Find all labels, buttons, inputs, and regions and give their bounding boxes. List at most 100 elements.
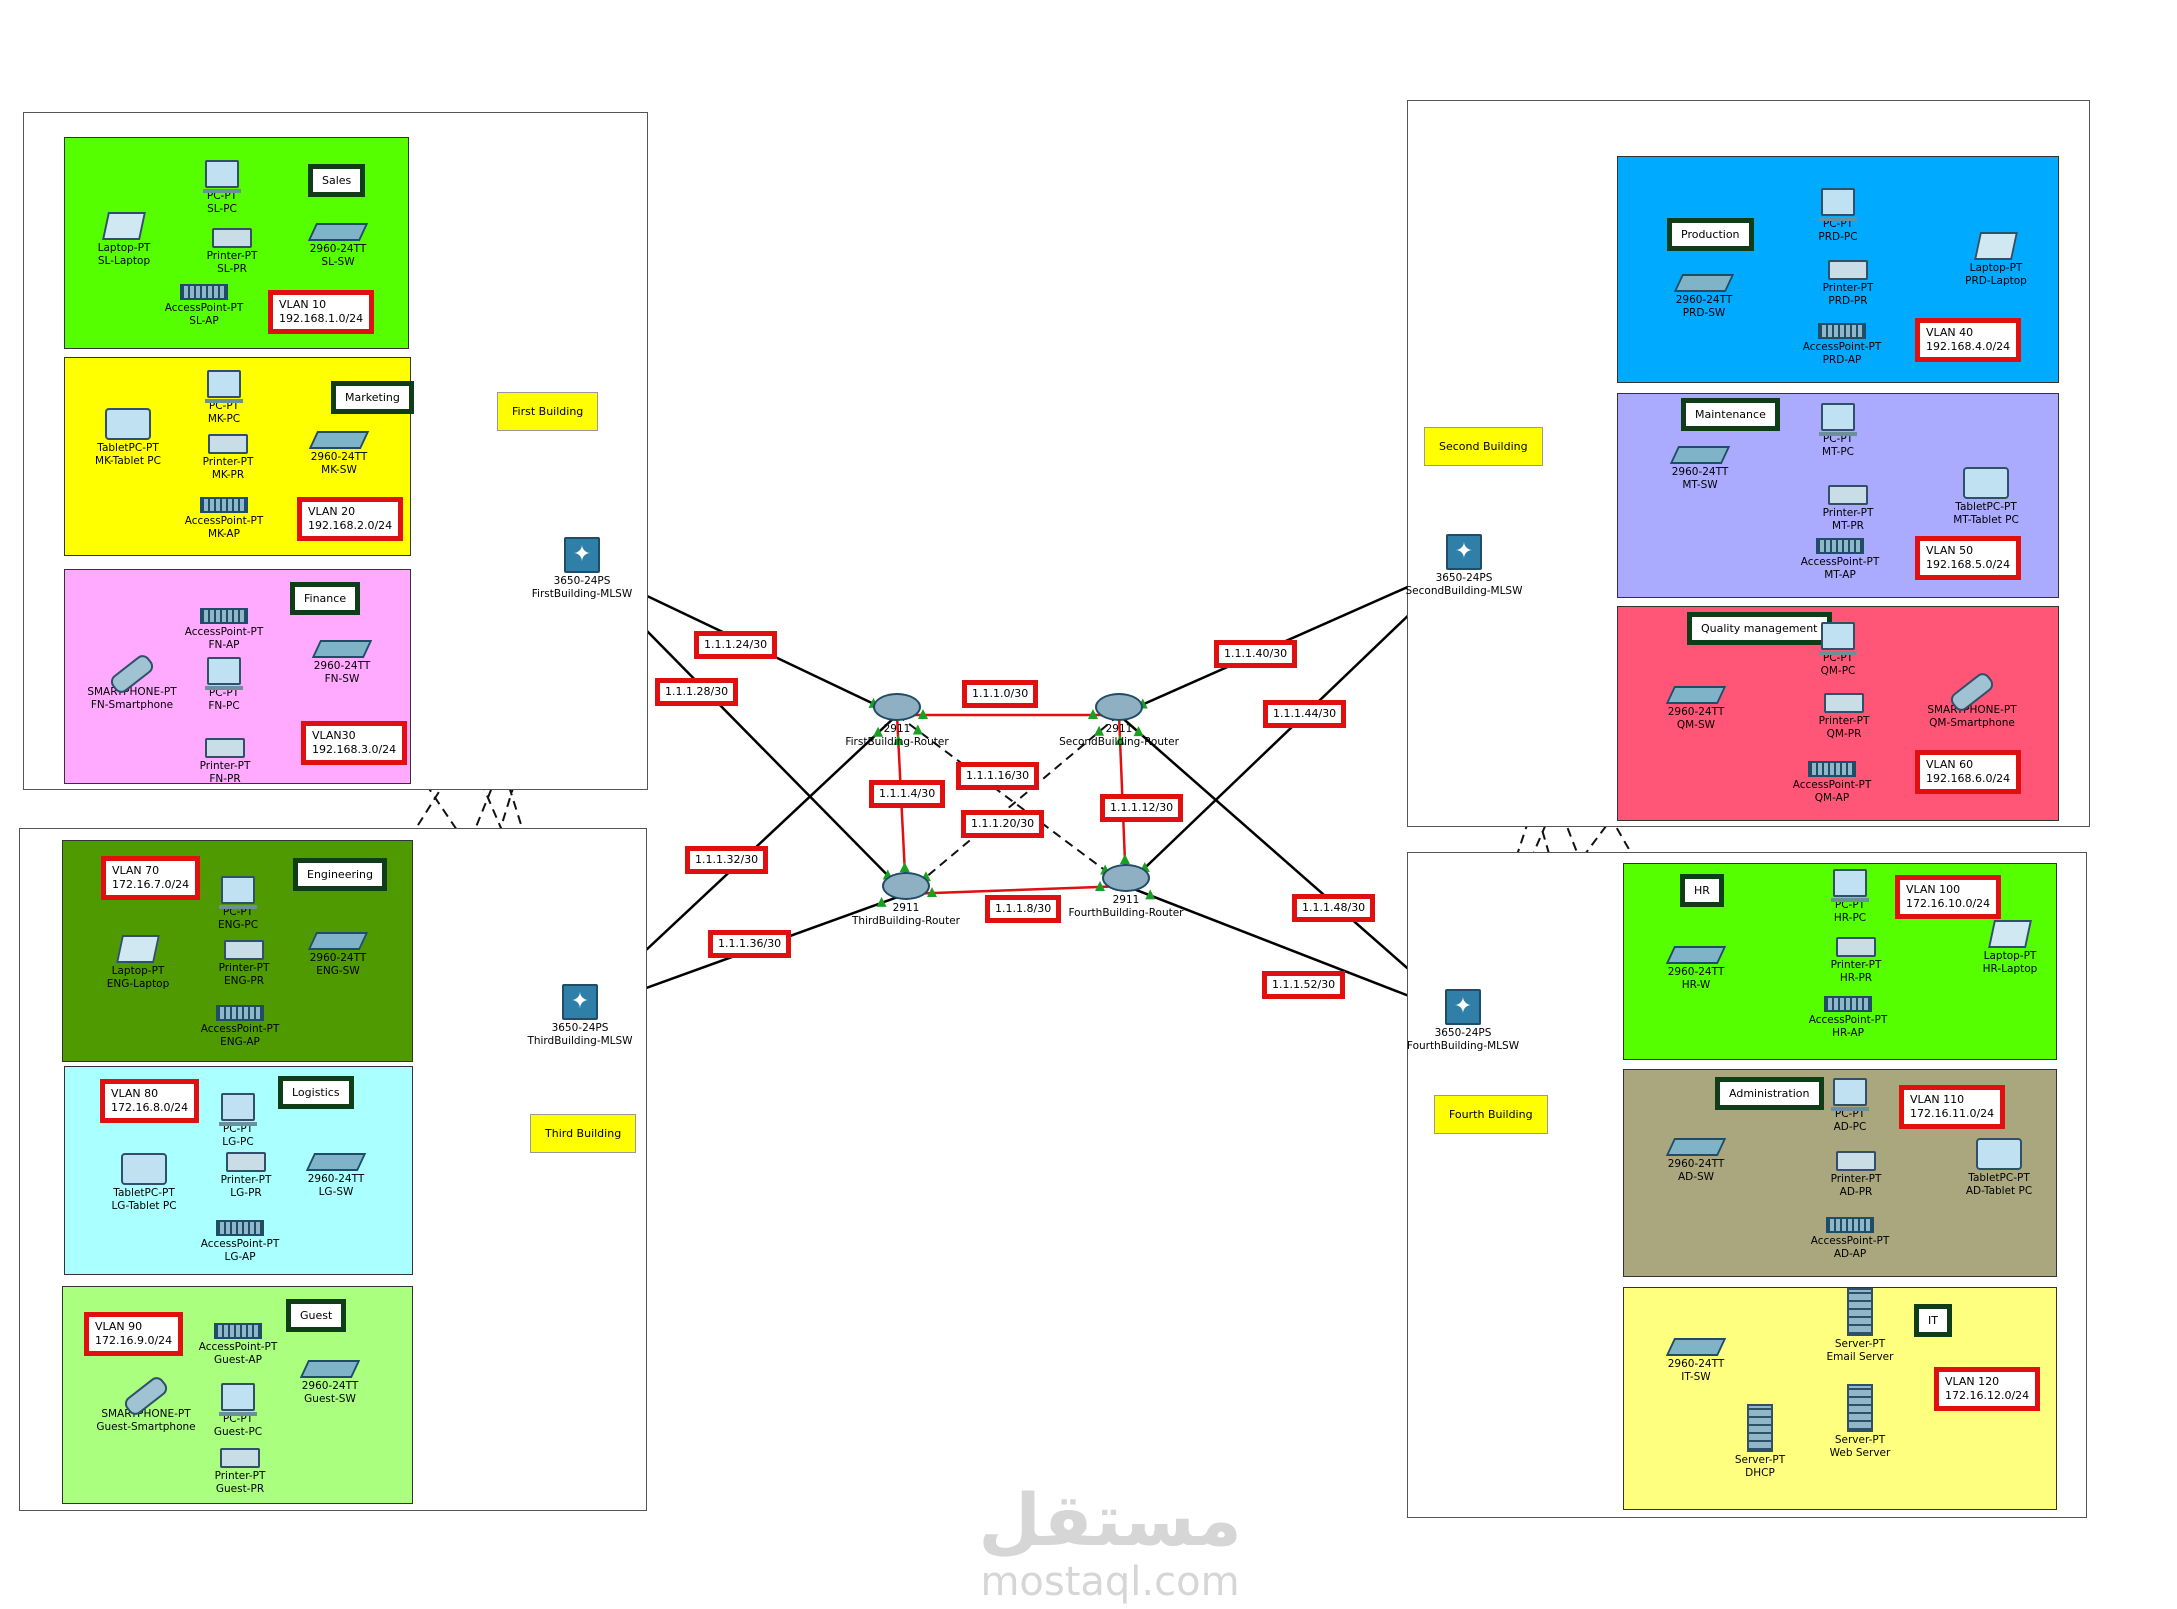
port-indicator (918, 709, 928, 719)
switch-icon (1665, 946, 1727, 964)
device-name: MT-PC (1822, 446, 1854, 458)
port-indicator (912, 724, 923, 735)
finance-title: Finance (290, 582, 361, 615)
device-name: FourthBuilding-MLSW (1406, 1040, 1520, 1052)
port-indicator (1115, 734, 1126, 745)
printer-icon (208, 434, 248, 454)
device-name: ENG-SW (316, 965, 360, 977)
subnet-label-r3-r4: 1.1.1.8/30 (985, 895, 1062, 923)
subnet-label-r4-m4: 1.1.1.52/30 (1262, 971, 1346, 999)
multilayer-switch-icon: ✦ (1445, 989, 1481, 1025)
device-name: ENG-AP (220, 1036, 260, 1048)
device-name: AD-PC (1833, 1121, 1867, 1133)
port-indicator (873, 726, 884, 737)
device-name: SecondBuilding-Router (1059, 736, 1179, 748)
device-model: Server-PT (1734, 1454, 1786, 1466)
device-name: FirstBuilding-MLSW (531, 588, 633, 600)
vlan-engineering: VLAN 70 172.16.7.0/24 (101, 856, 201, 900)
access-point-icon (216, 1005, 264, 1021)
device-name: MK-PC (207, 413, 241, 425)
device-model: 2960-24TT (301, 1380, 359, 1392)
server-icon (1847, 1288, 1873, 1336)
laptop-icon (116, 935, 160, 963)
device-model: Printer-PT (1818, 715, 1870, 727)
device-name: HR-Laptop (1982, 963, 2038, 975)
device-model: PC-PT (1834, 899, 1866, 911)
device-name: PRD-PC (1818, 231, 1858, 243)
pc-icon (1819, 622, 1857, 655)
device-name: QM-AP (1814, 792, 1850, 804)
fourth-building-label: Fourth Building (1434, 1095, 1548, 1134)
device-name: FN-PC (208, 700, 240, 712)
device-model: AccessPoint-PT (1808, 1014, 1888, 1026)
